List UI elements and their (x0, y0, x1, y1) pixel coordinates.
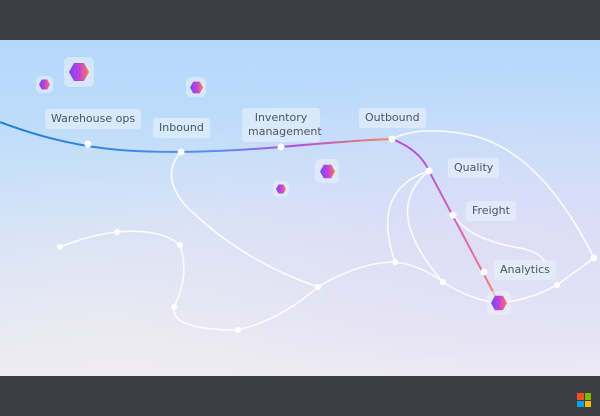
workflow-illustration: Warehouse ops Inbound Inventory manageme… (0, 40, 600, 376)
analytics-hex-icon (487, 291, 511, 315)
app-hex-icon (315, 159, 339, 183)
microsoft-logo-icon (577, 393, 591, 407)
label-quality: Quality (448, 158, 500, 178)
outbound-loop (391, 130, 595, 259)
label-analytics: Analytics (494, 260, 556, 280)
quality-branch-2 (406, 170, 444, 283)
bottom-letterbox (0, 376, 600, 416)
label-warehouse-ops: Warehouse ops (45, 109, 142, 129)
label-freight: Freight (466, 201, 516, 221)
app-hex-icon (186, 77, 206, 97)
label-inventory-management: Inventory management (242, 108, 322, 142)
connection-lines (0, 121, 598, 333)
quality-branch-1 (386, 170, 430, 263)
label-inbound: Inbound (153, 118, 210, 138)
app-hex-icon (36, 76, 53, 93)
freight-branch (452, 214, 546, 263)
app-hex-icon (64, 57, 94, 87)
top-letterbox (0, 0, 600, 40)
main-path-blue (0, 121, 393, 153)
label-outbound: Outbound (359, 108, 426, 128)
app-hex-icon (273, 181, 289, 197)
lower-path (59, 230, 595, 331)
inbound-branch (170, 151, 319, 288)
